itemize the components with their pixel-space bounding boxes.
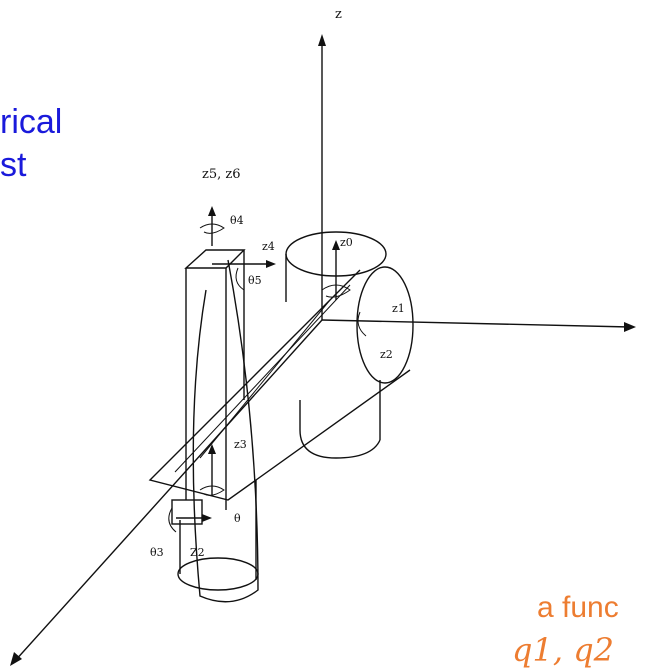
z2-arrow-head — [202, 514, 212, 522]
elbow-block — [171, 499, 203, 525]
z4-arrow-head — [266, 260, 276, 268]
z3-label: z3 — [234, 438, 247, 451]
z3-arrow-head — [208, 444, 216, 454]
z-axis-label: z — [335, 7, 342, 22]
boom-inner-edge-2 — [199, 299, 331, 459]
boom-arm — [148, 269, 411, 501]
z4-label: z4 — [262, 240, 275, 253]
theta2-rotation-arc — [357, 311, 367, 337]
slide-heading-line-1: rical — [0, 103, 63, 141]
theta1-rotation-arc — [321, 284, 351, 298]
y-axis-arrow — [10, 652, 22, 666]
z1-label: z1 — [392, 302, 405, 315]
theta3-label: θ3 — [150, 546, 164, 559]
y-axis-line — [13, 319, 323, 663]
z0-arrow-head — [332, 240, 340, 250]
theta-label: θ — [234, 512, 241, 525]
boom-inner-edge — [174, 284, 351, 473]
z2-bottom-label: Z2 — [190, 546, 205, 559]
z-axis-arrow — [318, 34, 326, 46]
theta-rotation-arc — [199, 485, 225, 496]
theta4-rotation-arc — [199, 223, 225, 234]
base-cylinder-bottom — [299, 429, 381, 459]
z2-right-label: z2 — [380, 348, 393, 361]
theta4-label: θ4 — [230, 214, 244, 227]
joint-variables-text: q1, q2 — [512, 631, 615, 669]
z5-z6-label: z5, z6 — [202, 167, 241, 182]
x-axis-arrow — [624, 322, 636, 332]
theta5-rotation-arc — [235, 267, 245, 291]
slide-heading-line-2: st — [0, 146, 27, 184]
function-text: a func — [537, 591, 619, 624]
elbow-bottom-ellipse — [177, 557, 259, 591]
z5-arrow-head — [208, 206, 216, 216]
z0-label: z0 — [340, 236, 353, 249]
wrist-column-top — [184, 249, 246, 269]
elbow-link-loop — [192, 259, 259, 603]
theta5-label: θ5 — [248, 274, 262, 287]
shoulder-joint — [356, 266, 414, 384]
x-axis-line — [321, 319, 631, 328]
theta3-rotation-arc — [168, 507, 177, 533]
